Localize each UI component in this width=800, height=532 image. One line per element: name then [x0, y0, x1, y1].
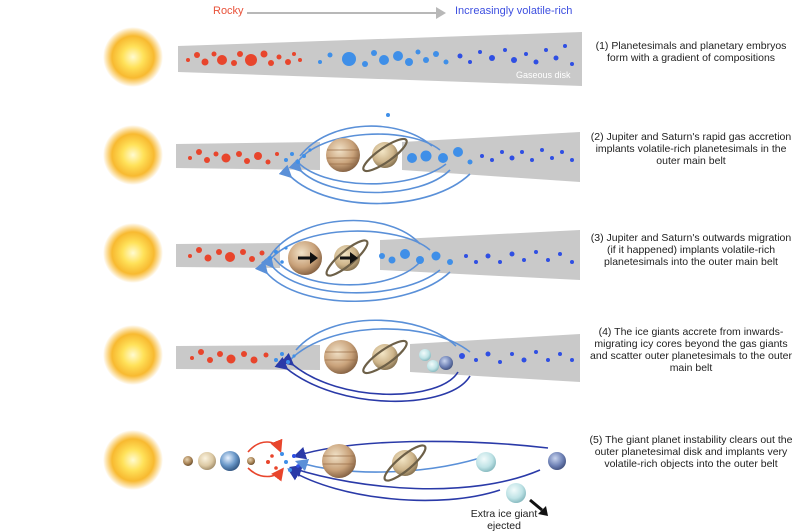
step-2-caption: (2) Jupiter and Saturn's rapid gas accre…: [590, 131, 792, 167]
sun-icon: [103, 27, 163, 87]
scattering-arcs: [254, 219, 451, 302]
step-3-caption: (3) Jupiter and Saturn's outwards migrat…: [590, 232, 792, 268]
saturn-icon: [383, 444, 427, 482]
jupiter-icon: [288, 241, 322, 275]
volatile-planetesimals: [379, 249, 453, 265]
uranus-icon: [476, 452, 496, 472]
rocky-planetesimals: [186, 50, 302, 66]
ejected-ice-giant-label: Extra ice giant ejected: [470, 508, 538, 532]
scattering-arcs: [274, 319, 471, 403]
implanted-planetesimals: [266, 452, 300, 472]
sun-icon: [103, 125, 163, 185]
rocky-label: Rocky: [213, 5, 244, 17]
scattering-arcs: [247, 438, 549, 502]
saturn-icon: [362, 137, 408, 173]
volatile-label: Increasingly volatile-rich: [455, 5, 573, 17]
rocky-planetesimals: [190, 349, 269, 364]
ice-giant-icon: [427, 360, 439, 372]
ejected-ice-giant-icon: [506, 483, 526, 503]
ice-giant-icon: [439, 356, 453, 370]
implanted-planetesimals: [284, 113, 390, 164]
sun-icon: [103, 223, 163, 283]
implanted-planetesimals: [274, 352, 296, 364]
earth-icon: [220, 451, 240, 471]
saturn-icon: [325, 239, 369, 277]
saturn-icon: [362, 339, 408, 375]
volatile-planetesimals: [318, 49, 449, 67]
mercury-icon: [183, 456, 193, 466]
very-volatile-planetesimals: [464, 250, 574, 264]
neptune-icon: [548, 452, 566, 470]
gaseous-disk-inner: [176, 142, 320, 170]
gaseous-disk-outer: [410, 334, 580, 382]
jupiter-icon: [326, 138, 360, 172]
very-volatile-planetesimals: [480, 148, 574, 162]
rocky-planetesimals: [188, 247, 265, 262]
gradient-arrow: [247, 12, 437, 14]
gaseous-disk-label: Gaseous disk: [516, 70, 571, 80]
jupiter-icon: [324, 340, 358, 374]
venus-icon: [198, 452, 216, 470]
implanted-planetesimals: [268, 246, 288, 264]
step-4-caption: (4) The ice giants accrete from inwards-…: [590, 326, 792, 374]
gaseous-disk-outer: [402, 132, 580, 182]
volatile-planetesimals: [407, 147, 473, 165]
gaseous-disk-outer: [380, 230, 580, 280]
scattering-arcs: [278, 125, 471, 205]
ice-giant-icon: [419, 349, 431, 361]
mars-icon: [247, 457, 255, 465]
sun-icon: [103, 325, 163, 385]
rocky-planetesimals: [188, 149, 279, 165]
ejection-arrow-icon: [529, 498, 548, 516]
jupiter-icon: [322, 444, 356, 478]
very-volatile-planetesimals: [457, 44, 574, 66]
step-1-caption: (1) Planetesimals and planetary embryos …: [595, 40, 787, 64]
sun-icon: [103, 430, 163, 490]
step-5-caption: (5) The giant planet instability clears …: [589, 434, 793, 470]
very-volatile-planetesimals: [459, 350, 574, 364]
gaseous-disk-inner: [176, 345, 320, 370]
gradient-arrow-head-icon: [436, 7, 446, 19]
